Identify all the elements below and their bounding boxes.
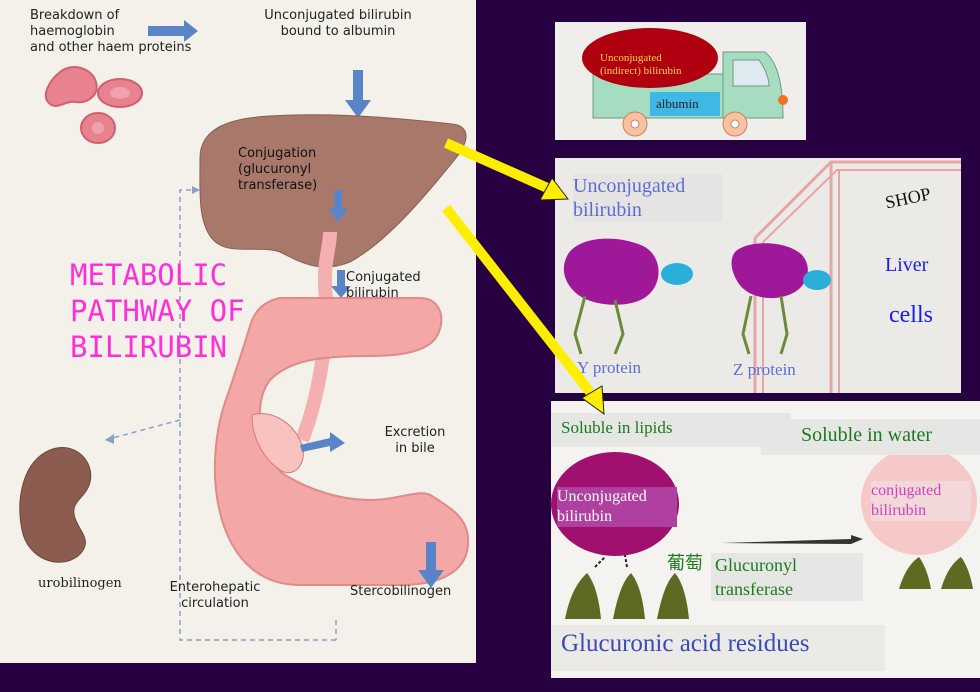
truck-illustration — [582, 28, 788, 137]
sol-unconj-1: Unconjugated — [557, 488, 647, 505]
label-excretion-1: Excretion — [384, 425, 446, 440]
title-line-1: METABOLIC — [70, 258, 228, 292]
soluble-water-label: Soluble in water — [761, 419, 980, 455]
title-line-3: BILIRUBIN — [70, 330, 228, 364]
label-breakdown-2: haemoglobin — [30, 24, 115, 39]
label-conjugated-2: bilirubin — [346, 286, 399, 301]
liver-cells-panel: Unconjugated bilirubin SHOP Liver cells … — [555, 158, 961, 393]
enzyme-1: Glucuronyl — [715, 555, 797, 575]
cells-label: cells — [889, 302, 933, 328]
arrow-to-solubility — [442, 204, 594, 396]
red-blood-cells — [44, 66, 143, 144]
solubility-panel: Soluble in lipids Soluble in water Uncon… — [551, 401, 980, 678]
label-excretion: Excretion in bile — [370, 425, 460, 457]
albumin-label: albumin — [656, 96, 699, 111]
albumin-box — [650, 92, 720, 116]
bilirubin-cargo — [582, 28, 718, 88]
label-enterohepatic-2: circulation — [181, 596, 249, 611]
label-conjugated-1: Conjugated — [346, 270, 421, 285]
label-conjugation-3: transferase) — [238, 178, 318, 193]
label-unconj-2: bound to albumin — [280, 24, 396, 39]
intestine-shape — [213, 297, 470, 586]
pathway-diagram: Breakdown of haemoglobin and other haem … — [0, 0, 476, 663]
enzyme-2: transferase — [715, 579, 793, 599]
arrow-to-cells — [443, 138, 555, 195]
label-breakdown: Breakdown of haemoglobin and other haem … — [30, 8, 191, 56]
conjugated-label: conjugated bilirubin — [871, 481, 971, 521]
pathway-illustration — [19, 20, 470, 641]
truck-cargo-label: Unconjugated (indirect) bilirubin — [600, 52, 682, 78]
cells-unconj-1: Unconjugated — [573, 175, 686, 197]
label-enterohepatic: Enterohepatic circulation — [160, 580, 270, 612]
truck-cargo-1: Unconjugated — [600, 52, 662, 64]
y-protein-label: Y protein — [577, 358, 642, 377]
chinese-label: 葡萄 — [667, 553, 703, 574]
label-urobilinogen: urobilinogen — [38, 576, 122, 591]
label-breakdown-1: Breakdown of — [30, 8, 120, 23]
liver-label: Liver — [885, 254, 929, 276]
sol-unconj-2: bilirubin — [557, 508, 613, 525]
unconjugated-label: Unconjugated bilirubin — [557, 487, 677, 527]
kidney-shape — [19, 447, 92, 563]
z-protein-label: Z protein — [733, 360, 796, 379]
arrow-down — [345, 70, 371, 118]
label-breakdown-3: and other haem proteins — [30, 40, 192, 55]
sol-conj-2: bilirubin — [871, 502, 927, 519]
label-conjugation: Conjugation (glucuronyl transferase) — [238, 146, 317, 194]
soluble-lipids-label: Soluble in lipids — [551, 413, 791, 447]
label-conjugated-bilirubin: Conjugated bilirubin — [346, 270, 421, 302]
glucuronic-residues-label: Glucuronic acid residues — [551, 625, 885, 671]
cells-unconj-2: bilirubin — [573, 199, 642, 221]
metabolic-pathway-title: METABOLIC PATHWAY OF BILIRUBIN — [70, 257, 245, 365]
label-excretion-2: in bile — [395, 441, 435, 456]
label-conjugation-1: Conjugation — [238, 146, 317, 161]
glucuronyl-transferase-label: Glucuronyl transferase — [711, 553, 863, 601]
label-unconjugated-albumin: Unconjugated bilirubin bound to albumin — [258, 8, 418, 40]
sol-conj-1: conjugated — [871, 482, 942, 499]
truck-cargo-2: (indirect) bilirubin — [600, 65, 682, 77]
title-line-2: PATHWAY OF — [70, 294, 245, 328]
label-stercobilinogen: Stercobilinogen — [350, 584, 452, 599]
cells-illustration — [563, 160, 961, 393]
arrow-right — [148, 20, 198, 42]
label-conjugation-2: (glucuronyl — [238, 162, 312, 177]
label-unconj-1: Unconjugated bilirubin — [264, 8, 412, 23]
unconjugated-bilirubin-label: Unconjugated bilirubin — [573, 174, 723, 222]
label-enterohepatic-1: Enterohepatic — [169, 580, 261, 595]
liver-shape — [199, 114, 467, 268]
albumin-truck-panel: Unconjugated (indirect) bilirubin albumi… — [555, 22, 806, 140]
